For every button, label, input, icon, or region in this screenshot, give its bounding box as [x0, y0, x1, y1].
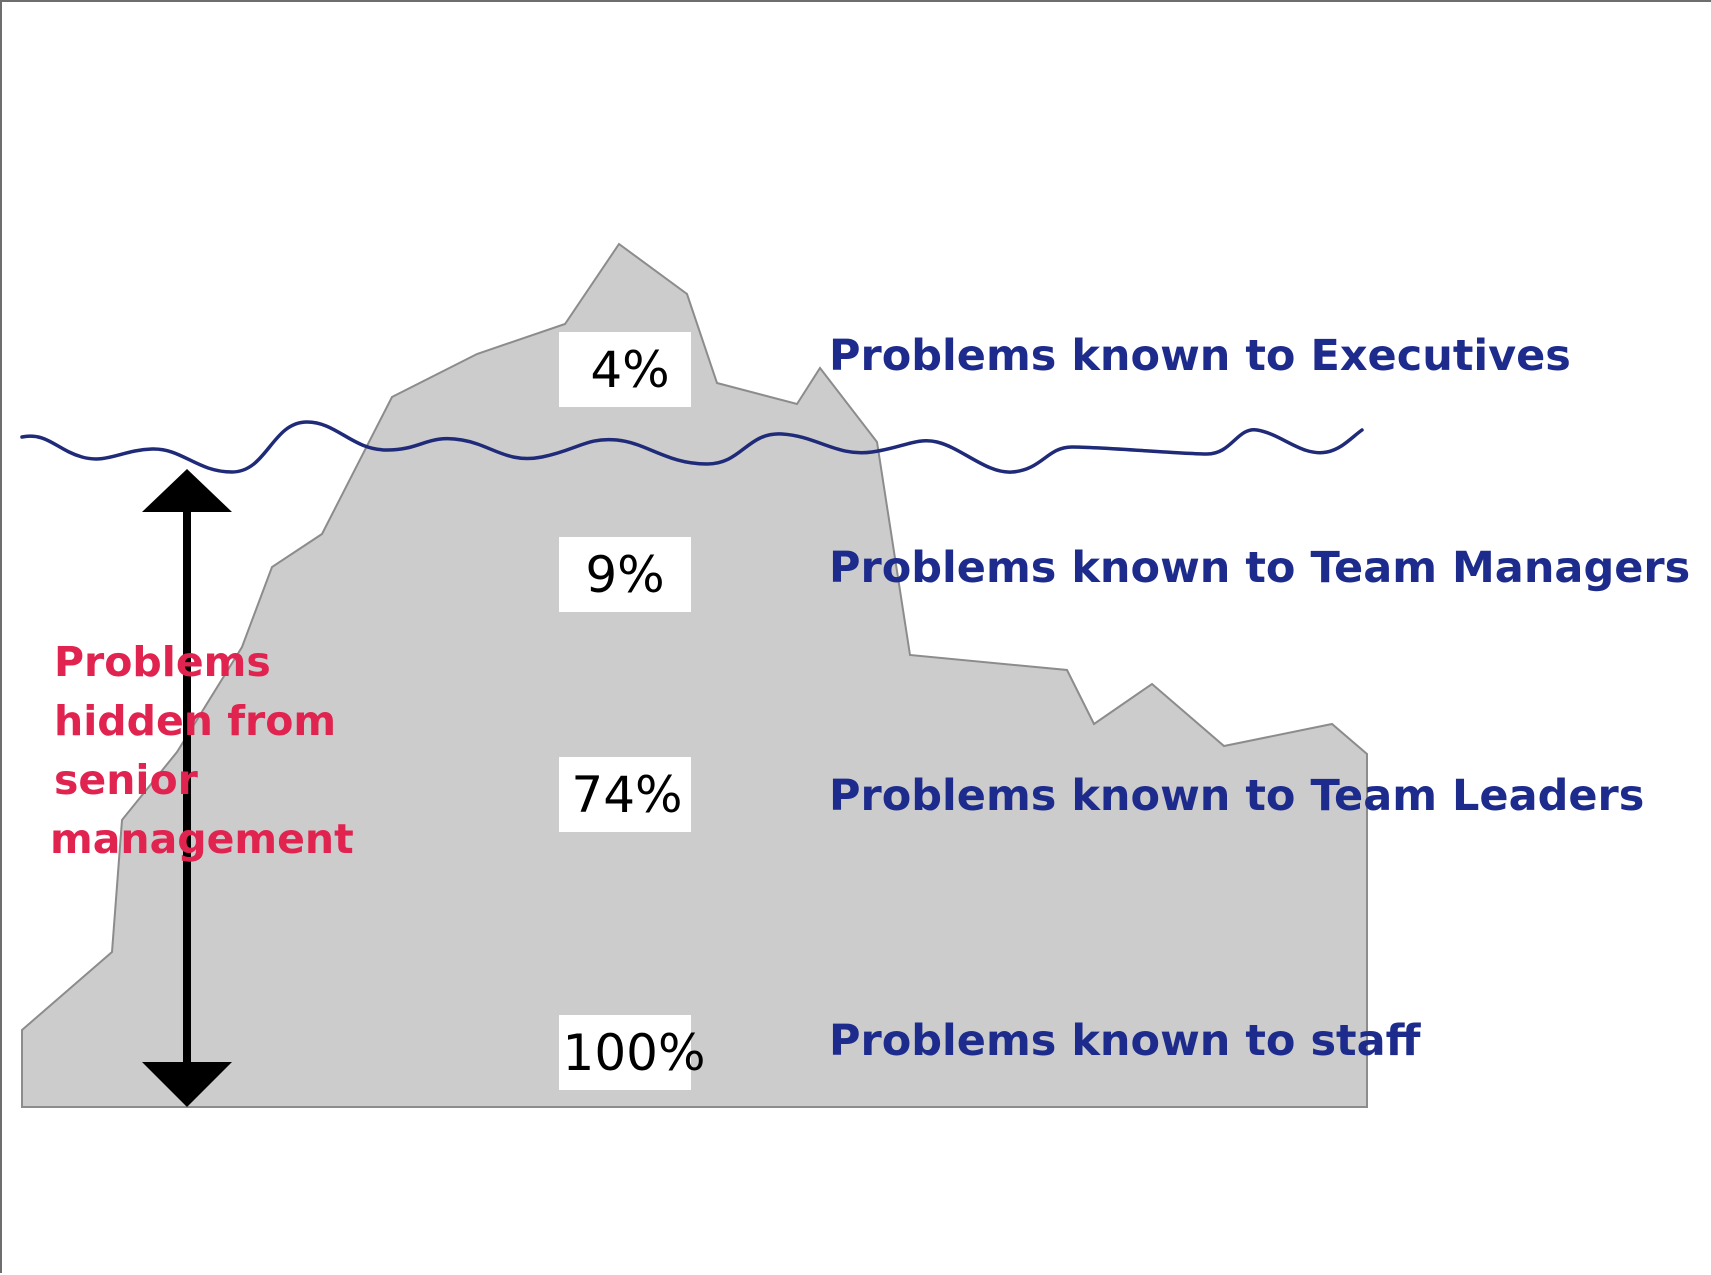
percent-team-managers: 9% [585, 546, 664, 604]
level-label-team-leaders: Problems known to Team Leaders [829, 771, 1644, 821]
percent-box-team-leaders: 74% [559, 757, 691, 832]
waterline [20, 420, 1364, 474]
iceberg-shape [21, 242, 1368, 1108]
hidden-label-line-2: hidden from [54, 697, 336, 745]
level-label-executives: Problems known to Executives [829, 331, 1571, 381]
percent-team-leaders: 74% [571, 766, 682, 824]
percent-box-team-managers: 9% [559, 537, 691, 612]
hidden-label-line-4: management [50, 815, 354, 863]
hidden-label-line-3: senior [54, 756, 199, 804]
level-label-staff: Problems known to staff [829, 1016, 1422, 1066]
percent-staff: 100% [563, 1024, 706, 1082]
hidden-problems-label: Problems hidden from senior management [50, 638, 354, 863]
hidden-label-line-1: Problems [54, 638, 271, 686]
percent-box-executives: 4% [559, 332, 691, 407]
double-arrow-icon [142, 469, 232, 1107]
percent-box-staff: 100% [559, 1015, 705, 1090]
percent-executives: 4% [590, 341, 669, 399]
level-label-team-managers: Problems known to Team Managers [829, 543, 1690, 593]
